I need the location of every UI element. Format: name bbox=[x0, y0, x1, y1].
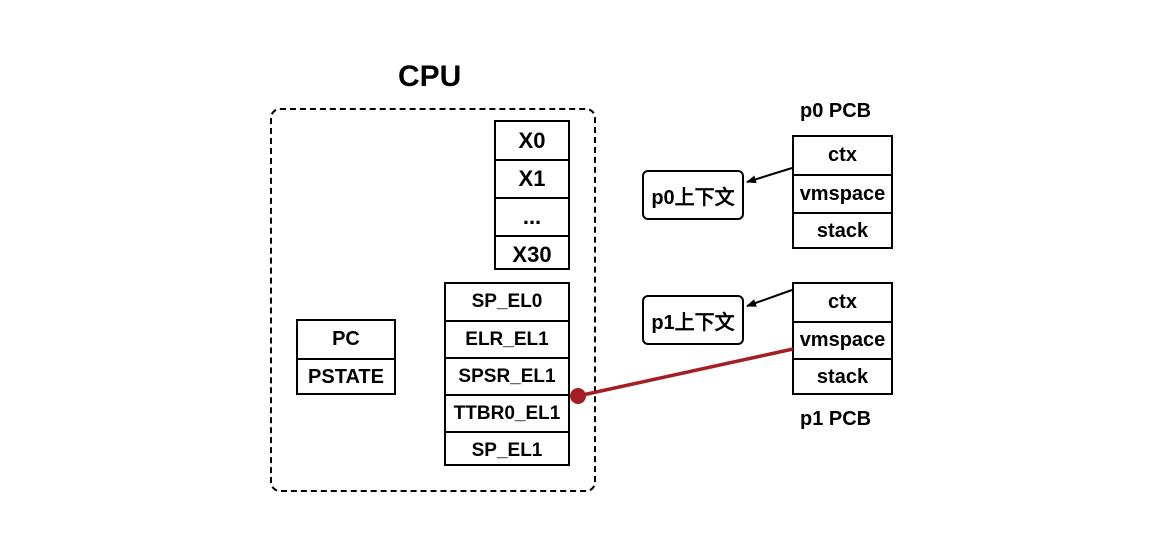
p0-pcb-title: p0 PCB bbox=[800, 100, 872, 122]
p0-field-vmspace: vmspace bbox=[794, 174, 891, 212]
p1-field-ctx: ctx bbox=[828, 291, 857, 313]
register-elr-el1: ELR_EL1 bbox=[446, 320, 568, 357]
p0-field-ctx: ctx bbox=[828, 144, 857, 166]
sys-register-stack: SP_EL0 ELR_EL1 SPSR_EL1 TTBR0_EL1 SP_EL1 bbox=[444, 282, 570, 466]
ttbr0-link-dot bbox=[570, 388, 586, 404]
register-sp-el0: SP_EL0 bbox=[471, 291, 543, 312]
p0-ctx-arrow bbox=[746, 167, 793, 184]
register-spsr-el1: SPSR_EL1 bbox=[446, 357, 568, 394]
p1-field-vmspace: vmspace bbox=[794, 321, 891, 358]
status-register-stack: PC PSTATE bbox=[296, 319, 396, 395]
p1-pcb: ctx vmspace stack bbox=[792, 282, 893, 395]
register-x0: X0 bbox=[518, 127, 546, 153]
p0-context-box: p0上下文 bbox=[642, 170, 744, 220]
register-x30: X30 bbox=[496, 235, 568, 272]
p1-pcb-title: p1 PCB bbox=[800, 408, 872, 430]
p1-context-box: p1上下文 bbox=[642, 295, 744, 345]
ttbr0-vmspace-link bbox=[577, 347, 794, 398]
gp-register-stack: X0 X1 ... X30 bbox=[494, 120, 570, 270]
register-ellipsis: ... bbox=[496, 197, 568, 235]
register-sp-el1: SP_EL1 bbox=[446, 431, 568, 468]
register-pstate: PSTATE bbox=[298, 358, 394, 395]
p1-ctx-arrow bbox=[746, 289, 793, 307]
p0-pcb: ctx vmspace stack bbox=[792, 135, 893, 249]
cpu-title: CPU bbox=[398, 60, 462, 93]
register-ttbr0-el1: TTBR0_EL1 bbox=[446, 394, 568, 431]
register-pc: PC bbox=[332, 328, 360, 350]
register-x1: X1 bbox=[496, 159, 568, 197]
p1-field-stack: stack bbox=[794, 358, 891, 395]
cpu-boundary bbox=[270, 108, 596, 492]
p0-field-stack: stack bbox=[794, 212, 891, 249]
